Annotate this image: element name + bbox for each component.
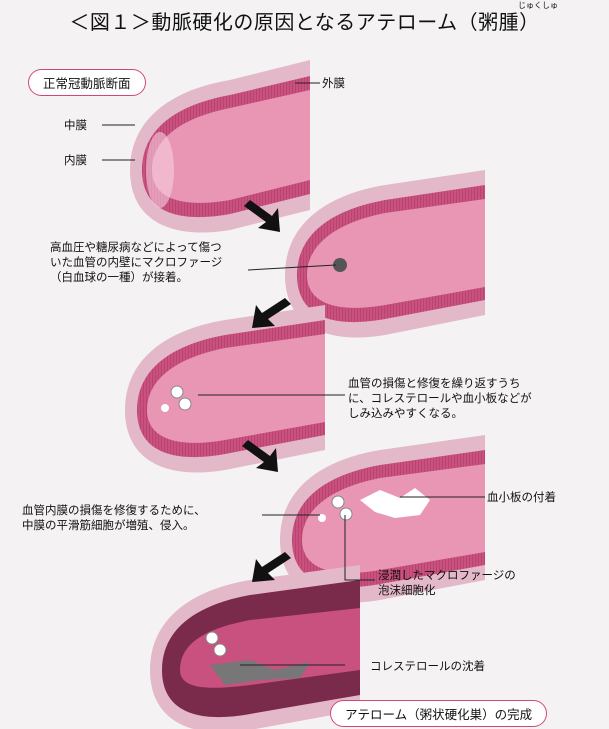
cholesterol-label: コレステロールの沈着 xyxy=(370,659,485,674)
foam-cell-label: 浸潤したマクロファージの 泡沫細胞化 xyxy=(378,568,516,598)
inner-membrane-label: 内膜 xyxy=(64,153,87,168)
outer-membrane-label: 外膜 xyxy=(322,76,345,91)
atheroma-complete-label: アテローム（粥状硬化巣）の完成 xyxy=(330,700,547,727)
artery-stage-5 xyxy=(150,565,360,729)
stage4-note: 血管内膜の損傷を修復するために、 中膜の平滑筋細胞が増殖、侵入。 xyxy=(22,503,206,533)
stage2-note: 高血圧や糖尿病などによって傷つ いた血管の内壁にマクロファージ （白血球の一種）… xyxy=(50,240,222,285)
middle-membrane-label: 中膜 xyxy=(64,118,87,133)
stage3-note: 血管の損傷と修復を繰り返すうち に、コレステロールや血小板などが しみ込みやすく… xyxy=(348,376,532,421)
platelet-label: 血小板の付着 xyxy=(487,490,556,505)
normal-section-label: 正常冠動脈断面 xyxy=(28,69,146,96)
artery-stage-1 xyxy=(130,60,310,233)
artery-stage-3 xyxy=(125,305,325,473)
